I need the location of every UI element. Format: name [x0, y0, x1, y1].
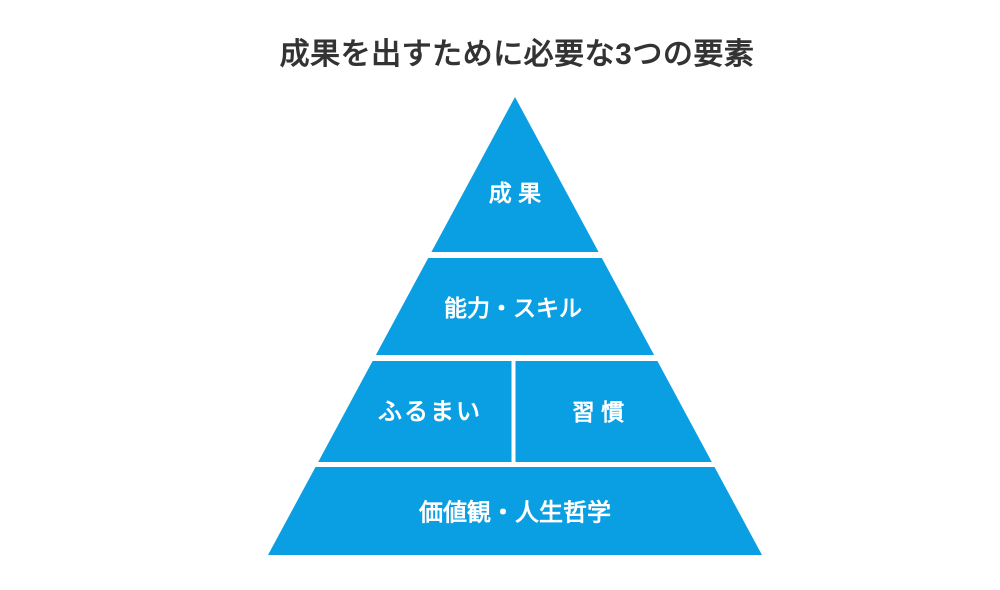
diagram-title: 成果を出すために必要な3つの要素	[279, 38, 755, 71]
label-habit: 習 慣	[572, 399, 624, 425]
pyramid-level-results-shape	[431, 97, 599, 252]
pyramid-cell-behavior-shape	[318, 361, 512, 462]
label-results: 成 果	[489, 180, 541, 206]
pyramid-level-skills-shape	[375, 258, 655, 355]
label-behavior: ふるまい	[378, 399, 482, 426]
label-ability-skill: 能力・スキル	[444, 295, 582, 321]
label-values-philosophy: 価値観・人生哲学	[418, 499, 611, 527]
pyramid-level-values-shape	[268, 467, 762, 555]
pyramid-cell-habit-shape	[515, 361, 712, 462]
